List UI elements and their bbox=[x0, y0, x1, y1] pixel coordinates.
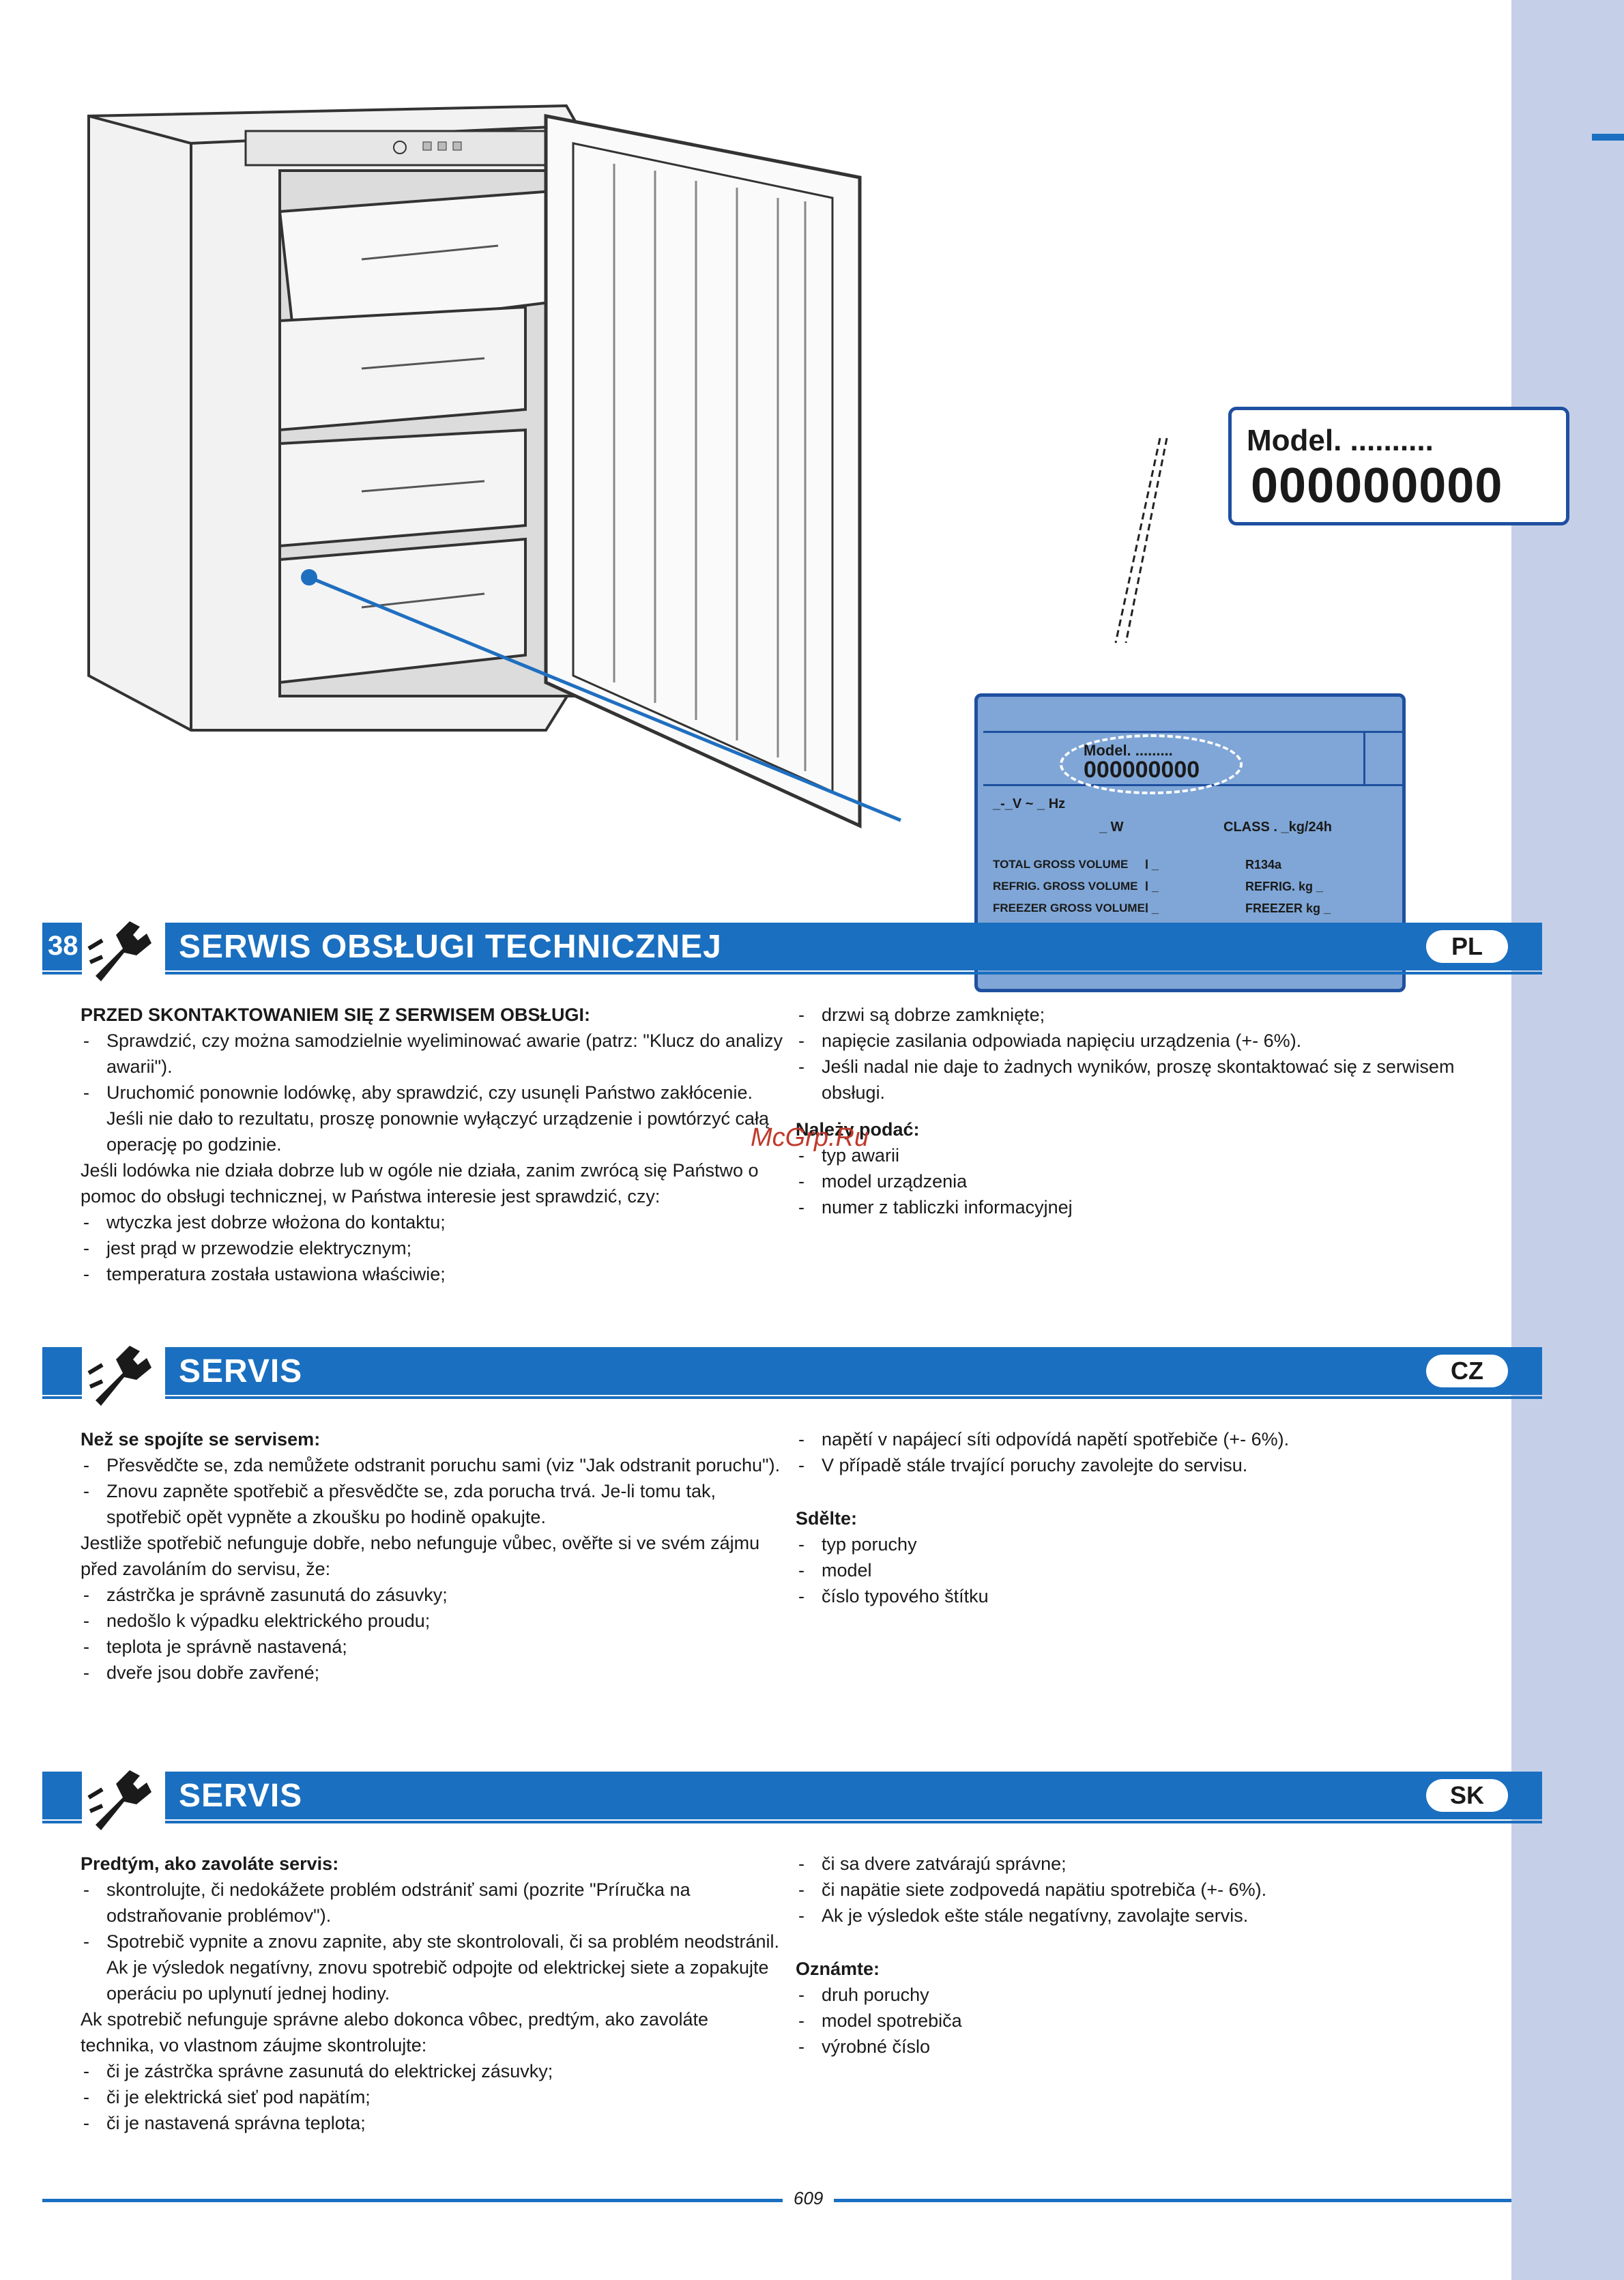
freezer-drawing bbox=[87, 104, 1168, 828]
footer-rule-left bbox=[42, 2199, 783, 2202]
plate-l2: l _ bbox=[1145, 880, 1159, 893]
section-underline-pl bbox=[42, 972, 1542, 975]
list-item: Ak je výsledok ešte stále negatívny, zav… bbox=[796, 1903, 1505, 1929]
side-band-marker bbox=[1592, 134, 1624, 141]
lang-badge-pl: PL bbox=[1426, 930, 1508, 963]
cz-paragraph: Jestliže spotřebič nefunguje dobře, nebo… bbox=[81, 1533, 760, 1579]
list-item: temperatura została ustawiona właściwie; bbox=[81, 1261, 783, 1287]
list-item: dveře jsou dobře zavřené; bbox=[81, 1660, 783, 1686]
lang-badge-sk: SK bbox=[1426, 1779, 1508, 1812]
sk-provide-heading: Oznámte: bbox=[796, 1959, 880, 1979]
list-item: či je zástrčka správne zasunutá do elekt… bbox=[81, 2058, 783, 2084]
sk-left-column: Predtým, ako zavoláte servis: skontroluj… bbox=[81, 1851, 783, 2136]
section-title-cz: SERVIS bbox=[179, 1353, 303, 1389]
list-item: nedošlo k výpadku elektrického proudu; bbox=[81, 1608, 783, 1634]
list-item: typ awarii bbox=[796, 1142, 1505, 1168]
plate-refrig-kg: REFRIG. kg _ bbox=[1245, 880, 1324, 893]
list-item: číslo typového štítku bbox=[796, 1583, 1505, 1609]
list-item: Jeśli nadal nie daje to żadnych wyników,… bbox=[796, 1054, 1505, 1106]
section-title-sk: SERVIS bbox=[179, 1778, 303, 1814]
service-wrench-icon bbox=[82, 908, 165, 991]
pl-paragraph: Jeśli lodówka nie działa dobrze lub w og… bbox=[81, 1160, 759, 1207]
pl-provide-heading: Należy podać: bbox=[796, 1119, 920, 1140]
list-item: wtyczka jest dobrze włożona do kontaktu; bbox=[81, 1209, 783, 1235]
list-item: jest prąd w przewodzie elektrycznym; bbox=[81, 1235, 783, 1261]
plate-l1: l _ bbox=[1145, 858, 1159, 871]
callout-model-label: Model. .......... bbox=[1247, 424, 1434, 457]
list-item: zástrčka je správně zasunutá do zásuvky; bbox=[81, 1582, 783, 1608]
plate-model-number: 000000000 bbox=[1084, 757, 1200, 783]
plate-refrig-volume: REFRIG. GROSS VOLUME bbox=[993, 880, 1138, 893]
list-item: Přesvědčte se, zda nemůžete odstranit po… bbox=[81, 1452, 783, 1478]
plate-total-volume: TOTAL GROSS VOLUME bbox=[993, 858, 1129, 871]
list-item: drzwi są dobrze zamknięte; bbox=[796, 1002, 1505, 1028]
plate-power: _ W bbox=[1099, 820, 1124, 835]
plate-freezer-kg: FREEZER kg _ bbox=[1245, 901, 1331, 915]
cz-left-column: Než se spojíte se servisem: Přesvědčte s… bbox=[81, 1426, 783, 1686]
list-item: model spotrebiča bbox=[796, 2008, 1505, 2034]
list-item: model bbox=[796, 1557, 1505, 1583]
section-bar-sk bbox=[42, 1772, 1542, 1819]
section-bar-cz bbox=[42, 1347, 1542, 1395]
cz-provide-heading: Sdělte: bbox=[796, 1508, 858, 1529]
list-item: napięcie zasilania odpowiada napięciu ur… bbox=[796, 1028, 1505, 1054]
cz-right-column: napětí v napájecí síti odpovídá napětí s… bbox=[796, 1426, 1505, 1609]
sk-heading: Predtým, ako zavoláte servis: bbox=[81, 1853, 339, 1874]
list-item: či je nastavená správna teplota; bbox=[81, 2110, 783, 2136]
cz-heading: Než se spojíte se servisem: bbox=[81, 1429, 321, 1449]
list-item: numer z tabliczki informacyjnej bbox=[796, 1194, 1505, 1220]
list-item: výrobné číslo bbox=[796, 2034, 1505, 2060]
list-item: typ poruchy bbox=[796, 1531, 1505, 1557]
list-item: skontrolujte, či nedokážete problém odst… bbox=[81, 1877, 783, 1929]
pl-heading: PRZED SKONTAKTOWANIEM SIĘ Z SERWISEM OBS… bbox=[81, 1005, 591, 1025]
plate-model-label: Model. ......... bbox=[1084, 742, 1173, 759]
pl-left-column: PRZED SKONTAKTOWANIEM SIĘ Z SERWISEM OBS… bbox=[81, 1002, 783, 1287]
section-title-pl: SERWIS OBSŁUGI TECHNICZNEJ bbox=[179, 929, 722, 965]
plate-freezer-volume: FREEZER GROSS VOLUME bbox=[993, 901, 1145, 914]
plate-voltage: _-_V ~ _ Hz bbox=[993, 796, 1066, 811]
footer-page-number: 609 bbox=[794, 2188, 824, 2208]
list-item: napětí v napájecí síti odpovídá napětí s… bbox=[796, 1426, 1505, 1452]
plate-l3: l _ bbox=[1145, 901, 1159, 915]
service-wrench-icon bbox=[82, 1332, 165, 1415]
sk-right-column: či sa dvere zatvárajú správne; či napäti… bbox=[796, 1851, 1505, 2060]
list-item: či napätie siete zodpovedá napätiu spotr… bbox=[796, 1877, 1505, 1903]
footer-rule-right bbox=[834, 2199, 1511, 2202]
page-number: 38 bbox=[48, 931, 78, 961]
service-wrench-icon bbox=[82, 1757, 165, 1840]
side-band bbox=[1511, 0, 1624, 2280]
section-underline-cz bbox=[42, 1396, 1542, 1399]
list-item: model urządzenia bbox=[796, 1168, 1505, 1194]
list-item: teplota je správně nastavená; bbox=[81, 1634, 783, 1660]
callout-model-number: 000000000 bbox=[1251, 459, 1503, 513]
watermark: McGrp.Ru bbox=[751, 1123, 869, 1152]
plate-class: CLASS . _kg/24h bbox=[1223, 820, 1332, 835]
pl-right-column: drzwi są dobrze zamknięte; napięcie zasi… bbox=[796, 1002, 1505, 1220]
list-item: druh poruchy bbox=[796, 1982, 1505, 2008]
list-item: či sa dvere zatvárajú správne; bbox=[796, 1851, 1505, 1877]
list-item: Znovu zapněte spotřebič a přesvědčte se,… bbox=[81, 1478, 783, 1530]
sk-paragraph: Ak spotrebič nefunguje správne alebo dok… bbox=[81, 2009, 709, 2055]
section-bar-pl bbox=[42, 923, 1542, 970]
model-callout: Model. .......... 000000000 bbox=[1228, 407, 1569, 525]
list-item: Spotrebič vypnite a znovu zapnite, aby s… bbox=[81, 1929, 783, 2006]
list-item: Sprawdzić, czy można samodzielnie wyelim… bbox=[81, 1028, 783, 1080]
section-underline-sk bbox=[42, 1821, 1542, 1823]
list-item: či je elektrická sieť pod napätím; bbox=[81, 2084, 783, 2110]
freezer-illustration: Model. ......... 000000000 _-_V ~ _ Hz _… bbox=[75, 89, 1569, 992]
list-item: Uruchomić ponownie lodówkę, aby sprawdzi… bbox=[81, 1080, 783, 1157]
lang-badge-cz: CZ bbox=[1426, 1355, 1508, 1387]
plate-refrigerant: R134a bbox=[1245, 858, 1282, 871]
list-item: V případě stále trvající poruchy zavolej… bbox=[796, 1452, 1505, 1478]
